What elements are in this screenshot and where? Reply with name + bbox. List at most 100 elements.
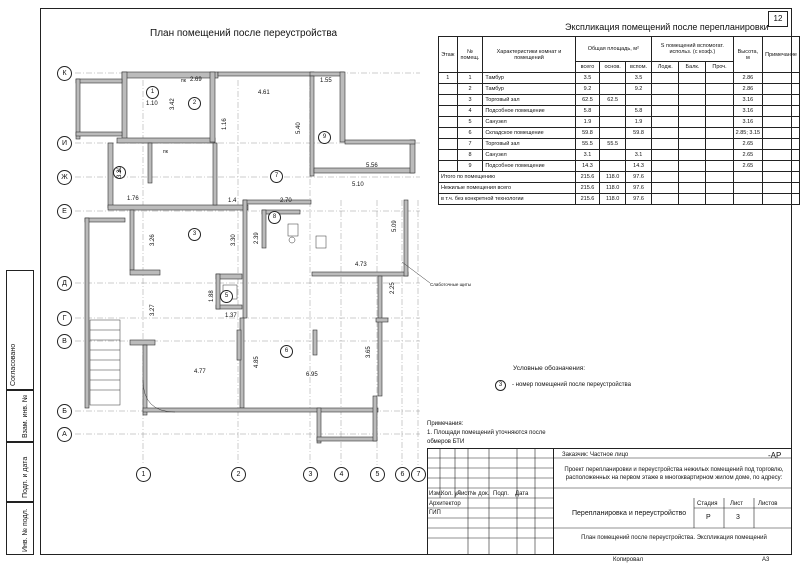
dim-6-95: 6.95 [306, 372, 318, 378]
section-name: Перепланировка и переустройство [572, 510, 687, 517]
cell-main: 55.5 [599, 138, 627, 150]
axis-col-6: 6 [395, 467, 410, 482]
axis-row-a: А [57, 427, 72, 442]
cell-balcony [678, 138, 707, 150]
cell-other [705, 160, 734, 172]
dim-5-10: 5.10 [352, 182, 364, 188]
cell-name: Санузел [482, 149, 576, 161]
total-label: Итого по помещению [438, 171, 576, 183]
pk-label-1: пк [181, 78, 186, 84]
cell-loggia [651, 72, 680, 84]
cell-floor [438, 127, 458, 139]
total-total: 215.6 [574, 182, 601, 194]
cell-name: Тамбур [482, 83, 576, 95]
cell-note [762, 83, 800, 95]
cell-room-no: 4 [456, 105, 484, 117]
total-main: 118.0 [599, 171, 627, 183]
cell-other [705, 116, 734, 128]
cell-aux: 3.1 [625, 149, 653, 161]
col-data: Дата [515, 491, 529, 497]
cell-main: 62.5 [599, 94, 627, 106]
cell-total: 59.8 [574, 127, 601, 139]
cell-floor [438, 149, 458, 161]
room-number-5: 5 [220, 290, 233, 303]
cell-height: 3.16 [732, 116, 764, 128]
total-main: 118.0 [599, 182, 627, 194]
col-izm: Изм. [429, 491, 442, 497]
cell-total: 3.1 [574, 149, 601, 161]
cell-main [599, 83, 627, 95]
axis-row-i: И [57, 136, 72, 151]
total-empty [732, 182, 764, 194]
cell-other [705, 138, 734, 150]
cell-total: 14.3 [574, 160, 601, 172]
cell-total: 62.5 [574, 94, 601, 106]
pk-label-2: пк [163, 149, 168, 155]
cell-name: Тамбур [482, 72, 576, 84]
cell-height: 2.65 [732, 149, 764, 161]
total-empty [705, 193, 734, 205]
cell-main [599, 149, 627, 161]
dim-3-42: 3.42 [170, 98, 176, 110]
cell-name: Подсобное помещение [482, 105, 576, 117]
dim-4-77: 4.77 [194, 369, 206, 375]
total-empty [705, 171, 734, 183]
col-list: Лист [457, 491, 471, 497]
cell-floor: 1 [438, 72, 458, 84]
room-number-3: 3 [188, 228, 201, 241]
cell-aux: 59.8 [625, 127, 653, 139]
cell-other [705, 83, 734, 95]
dim-5-40: 5.40 [296, 122, 302, 134]
cell-room-no: 6 [456, 127, 484, 139]
cell-balcony [678, 83, 707, 95]
cell-total: 55.5 [574, 138, 601, 150]
total-main: 118.0 [599, 193, 627, 205]
stage-value: Р [706, 514, 711, 521]
explication-table: Этаж № помещ. Характеристики комнат и по… [438, 36, 800, 205]
cell-balcony [678, 116, 707, 128]
inv-zam-cell [6, 390, 34, 442]
format-label: А3 [762, 557, 770, 563]
cell-floor [438, 160, 458, 172]
room-number-7: 7 [270, 170, 283, 183]
document-code: -АР [768, 451, 782, 460]
dim-1-4: 1.4 [228, 198, 237, 204]
cell-height: 2.85; 3.15 [732, 127, 764, 139]
role-architect: Архитектор [429, 501, 461, 507]
total-empty [705, 182, 734, 194]
dim-4-85: 4.85 [254, 356, 260, 368]
cell-main [599, 105, 627, 117]
total-empty [762, 193, 800, 205]
cell-balcony [678, 72, 707, 84]
cell-aux: 14.3 [625, 160, 653, 172]
cell-balcony [678, 149, 707, 161]
dim-1-37: 1.37 [225, 313, 237, 319]
axis-col-3: 3 [303, 467, 318, 482]
cell-name: Торговый зал [482, 138, 576, 150]
col-total-area: Общая площадь, м² [574, 36, 653, 62]
cell-height: 3.16 [732, 94, 764, 106]
col-aux-area: S помещений вспомогат. использ. (с коэф.… [651, 36, 734, 62]
role-gip: ГИП [429, 510, 441, 516]
cell-height: 2.86 [732, 72, 764, 84]
sheet-value: 3 [736, 514, 740, 521]
cell-aux: 5.8 [625, 105, 653, 117]
cell-room-no: 9 [456, 160, 484, 172]
cell-aux [625, 94, 653, 106]
cell-aux: 3.5 [625, 72, 653, 84]
col-characteristics: Характеристики комнат и помещений [482, 36, 576, 73]
dim-3-30: 3.30 [117, 166, 123, 178]
cell-loggia [651, 160, 680, 172]
total-total: 215.6 [574, 193, 601, 205]
col-floor: Этаж [438, 36, 458, 73]
cell-room-no: 5 [456, 116, 484, 128]
cell-room-no: 2 [456, 83, 484, 95]
